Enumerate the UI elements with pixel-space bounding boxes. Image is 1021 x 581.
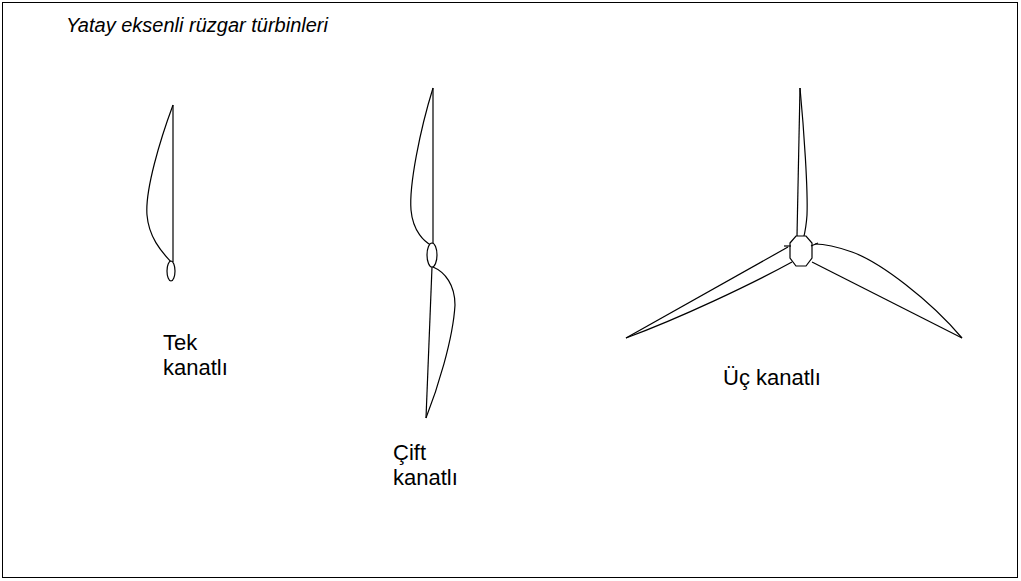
turbine-label: Üç kanatlı: [723, 365, 943, 390]
three-blade-turbine: [626, 88, 962, 338]
turbine-label: Çift kanatlı: [393, 440, 488, 490]
turbine-label: Tek kanatlı: [163, 330, 253, 380]
two-blade-turbine: [411, 88, 455, 418]
single-blade-turbine: [147, 105, 175, 281]
diagram-title: Yatay eksenli rüzgar türbinleri: [66, 14, 328, 37]
frame: [3, 3, 1018, 578]
